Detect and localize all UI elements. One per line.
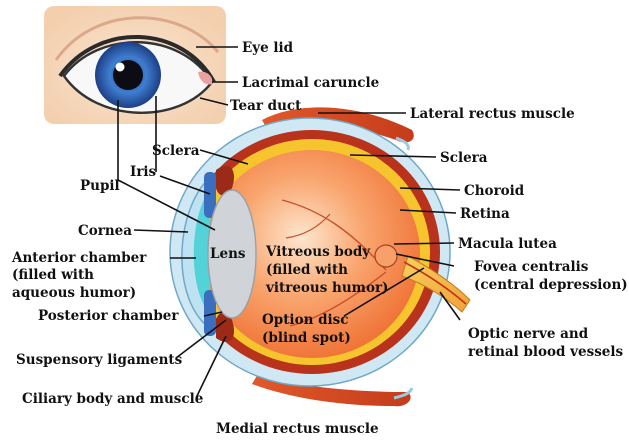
label-optic-disc-line-1: Option disc (262, 312, 348, 328)
label-anterior-chamber-line-3: aqueous humor) (12, 285, 136, 301)
label-eye-lid: Eye lid (242, 40, 294, 56)
label-suspensory-ligaments: Suspensory ligaments (16, 352, 183, 368)
label-tear-duct: Tear duct (230, 98, 302, 114)
eye-highlight (116, 63, 125, 72)
label-lateral-rectus-muscle: Lateral rectus muscle (410, 106, 575, 122)
label-cornea: Cornea (78, 223, 132, 239)
label-optic-disc-line-2: (blind spot) (262, 330, 351, 346)
label-medial-rectus-muscle: Medial rectus muscle (216, 421, 379, 437)
label-vitreous-line-2: (filled with (266, 262, 348, 278)
label-optic-nerve-line-2: retinal blood vessels (468, 344, 624, 360)
label-lacrimal-caruncle: Lacrimal caruncle (242, 75, 379, 91)
label-ciliary-body: Ciliary body and muscle (22, 391, 203, 407)
label-vitreous-line-1: Vitreous body (265, 244, 371, 260)
label-retina: Retina (460, 206, 510, 222)
label-posterior-chamber: Posterior chamber (38, 308, 179, 324)
label-iris: Iris (130, 164, 157, 180)
label-pupil: Pupil (80, 178, 120, 194)
label-sclera-left: Sclera (152, 143, 200, 159)
external-eye-illustration (44, 6, 226, 124)
macula-spot (375, 245, 397, 267)
label-sclera-right: Sclera (440, 150, 488, 166)
label-optic-nerve-line-1: Optic nerve and (468, 326, 589, 342)
label-anterior-chamber-line-2: (filled with (12, 267, 94, 283)
label-anterior-chamber-line-1: Anterior chamber (11, 250, 147, 266)
label-lens: Lens (210, 246, 246, 262)
label-macula-lutea: Macula lutea (458, 236, 557, 252)
label-fovea-line-1: Fovea centralis (474, 259, 589, 275)
label-fovea-line-2: (central depression) (474, 277, 628, 293)
label-choroid: Choroid (464, 183, 525, 199)
label-vitreous-line-3: vitreous humor) (265, 280, 388, 296)
